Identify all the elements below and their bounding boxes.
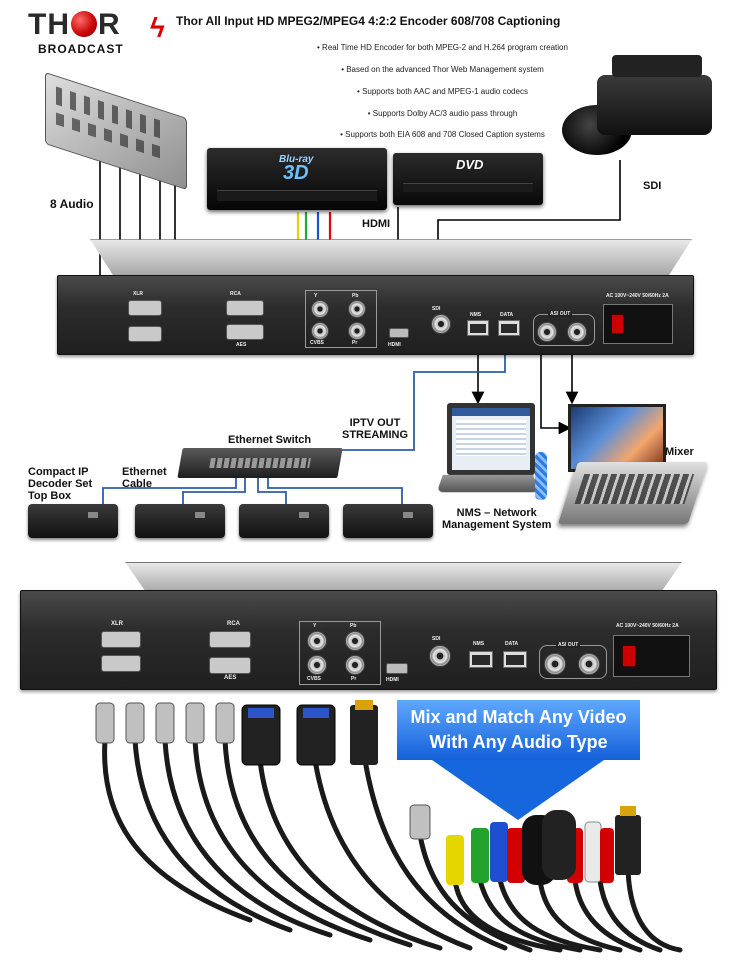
ethernet-cable-icon [535,452,547,500]
audio-label: 8 Audio [50,197,94,211]
hdmi-port-label: HDMI [388,342,401,348]
logo-thor-text: TH [28,8,70,41]
page-title: Thor All Input HD MPEG2/MPEG4 4:2:2 Enco… [176,14,561,28]
asi-out-port-2 [578,653,600,675]
data-port-label: DATA [500,312,514,318]
bullet-item: • Supports Dolby AC/3 audio pass through [367,109,518,118]
xlr-port [101,631,141,648]
cvbs-label: CVBS [310,340,324,346]
xlr-port-2 [128,326,162,342]
pb-label: Pb [350,623,357,629]
dvd-player: DVD [393,153,543,205]
decoder-label: Compact IP Decoder Set Top Box [28,466,93,502]
hdmi-label: HDMI [362,218,391,230]
power-spec-label: AC 100V~240V 50/60Hz 2A [606,293,669,299]
banner-line-1: Mix and Match Any Video [410,707,627,727]
pb-label: Pb [352,293,359,299]
y-bnc-port [311,300,329,318]
set-top-box [135,504,225,538]
sdi-label: SDI [643,180,662,192]
asi-out-port-2 [567,322,587,342]
mixer-label: Mixer [665,446,694,458]
ethernet-switch-label: Ethernet Switch [228,434,312,446]
asi-out-label: ASI OUT [556,642,581,648]
rca-port [226,300,264,316]
nms-ethernet-port [467,320,489,336]
rca-port [209,631,251,648]
y-label: Y [314,293,318,299]
mix-match-banner: Mix and Match Any Video With Any Audio T… [397,700,640,760]
aes-label: AES [236,342,247,348]
pr-label: Pr [352,340,358,346]
aes-label: AES [224,675,237,681]
component-video-group [299,621,381,685]
encoder-rear-panel-top: XLR RCA AES Y Pb Pr CVBS HDMI SDI NMS DA… [57,275,694,355]
bluray-3d-logo: 3D [283,162,309,184]
aes-port [209,657,251,674]
iptv-out-label: IPTV OUT STREAMING [342,417,408,441]
ethernet-cable-label: Ethernet Cable [122,466,167,490]
bullet-item: • Based on the advanced Thor Web Managem… [341,65,544,74]
sdi-port-label: SDI [432,306,441,312]
bullet-item: • Supports both AAC and MPEG-1 audio cod… [357,87,528,96]
xlr-port-2 [101,655,141,672]
down-arrow-icon [432,760,604,820]
pb-bnc-port [345,631,365,651]
nms-laptop-screen [447,403,535,475]
asi-out-port-1 [537,322,557,342]
cvbs-bnc-port [311,322,329,340]
xlr-label: XLR [111,621,123,627]
lightning-icon: ϟ [150,12,165,43]
logo-subtitle: BROADCAST [38,42,124,56]
pr-bnc-port [348,322,366,340]
data-ethernet-port [503,651,527,668]
power-spec-label: AC 100V~240V 50/60Hz 2A [616,623,679,629]
sdi-bnc-port [431,314,451,334]
bullet-item: • Real Time HD Encoder for both MPEG-2 a… [317,43,568,52]
nms-ethernet-port [469,651,493,668]
bluray-logo: Blu-ray [279,154,314,165]
nms-label: NMS – Network Management System [442,507,552,531]
globe-icon [71,11,97,37]
hdmi-port [386,663,408,674]
set-top-box [343,504,433,538]
logo-thor-r: R [98,8,121,41]
encoder-top-cover [90,239,692,277]
data-port-label: DATA [505,641,519,647]
video-camera [552,50,722,160]
hdmi-port [389,328,409,338]
power-switch [611,314,624,334]
pr-bnc-port [345,655,365,675]
pr-label: Pr [351,676,357,682]
dvd-logo: DVD [456,157,484,172]
sdi-port-label: SDI [432,636,441,642]
cvbs-label: CVBS [307,676,321,682]
aes-port [226,324,264,340]
rca-label: RCA [227,621,240,627]
brand-logo: TH R [28,8,121,42]
hdmi-port-label: HDMI [386,677,399,683]
power-switch [622,645,636,667]
y-bnc-port [307,631,327,651]
bullet-item: • Supports both EIA 608 and 708 Closed C… [340,130,545,139]
asi-out-label: ASI OUT [548,311,573,317]
encoder-rear-panel-bottom: XLR RCA AES Y Pb CVBS Pr HDMI SDI NMS DA… [20,590,717,690]
xlr-port [128,300,162,316]
nms-port-label: NMS [473,641,485,647]
bluray-player: Blu-ray 3D [207,148,387,210]
component-video-group [305,290,377,348]
nms-port-label: NMS [470,312,482,318]
set-top-box [239,504,329,538]
rca-label: RCA [230,291,241,297]
y-label: Y [313,623,317,629]
asi-out-port-1 [544,653,566,675]
banner-line-2: With Any Audio Type [429,732,608,752]
set-top-box [28,504,118,538]
sdi-bnc-port [429,645,451,667]
cvbs-bnc-port [307,655,327,675]
xlr-label: XLR [133,291,143,297]
data-ethernet-port [498,320,520,336]
pb-bnc-port [348,300,366,318]
